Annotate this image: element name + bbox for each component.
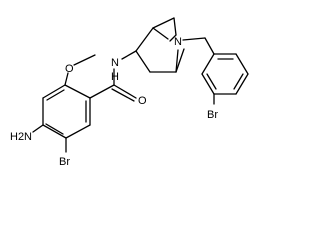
bromobenzyl-group — [182, 37, 249, 105]
tropane-bicycle — [121, 17, 185, 73]
methoxy-group — [64, 54, 96, 86]
bromo-left-label: Br — [59, 156, 70, 168]
ring-substituents — [32, 124, 67, 153]
benzamide-ring — [42, 84, 91, 139]
methoxy-o-label: O — [65, 63, 74, 75]
bridge-n-label: N — [174, 36, 182, 48]
amide-group — [89, 68, 137, 102]
background — [0, 0, 264, 183]
amide-n-label: N — [111, 57, 119, 69]
carbonyl-o-label: O — [138, 95, 147, 107]
bromo-right-label: Br — [207, 109, 218, 121]
amide-h-label: H — [111, 71, 119, 83]
amine-label: H2N — [10, 131, 32, 143]
molecule-diagram: H2N Br N H O O N Br — [0, 0, 264, 183]
